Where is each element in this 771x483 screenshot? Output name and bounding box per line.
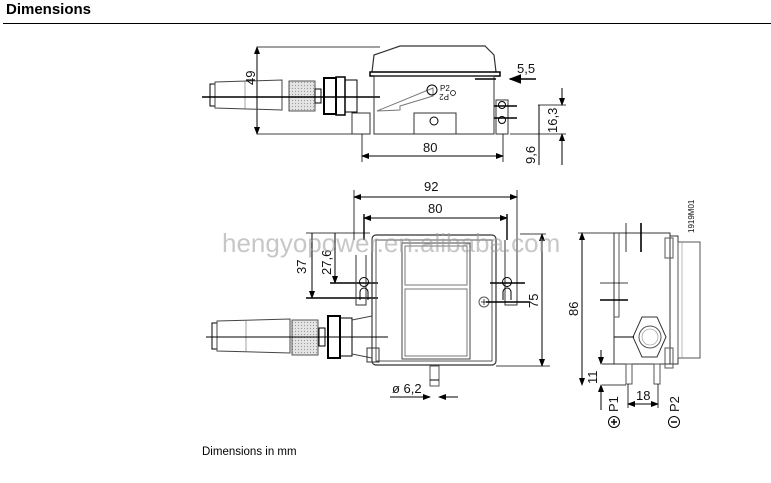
dim-18: 18 (636, 388, 650, 403)
dim-80-top: 80 (423, 140, 437, 155)
dim-11: 11 (585, 371, 600, 385)
top-view (202, 45, 566, 165)
dim-tube-diameter: ø 6,2 (392, 381, 422, 396)
dim-16-3: 16,3 (545, 108, 560, 133)
dim-27-6: 27,6 (319, 250, 334, 275)
dim-75: 75 (526, 294, 541, 308)
port-p1-label: P1 (606, 396, 621, 412)
dim-86: 86 (566, 302, 581, 316)
dim-49: 49 (243, 71, 258, 85)
heading-divider (3, 23, 771, 24)
port-p2-label: P2 (667, 396, 682, 412)
dim-37: 37 (294, 260, 309, 274)
watermark: hengyopower.en.alibaba.com (222, 228, 560, 258)
section-heading: Dimensions (6, 1, 92, 18)
units-caption: Dimensions in mm (202, 446, 297, 458)
drawing-code: 1919M01 (687, 199, 696, 233)
front-view (206, 190, 550, 400)
dim-5-5: 5,5 (517, 61, 535, 76)
port-label-p2: P2 (440, 84, 450, 93)
side-view (578, 223, 701, 428)
dim-9-6: 9,6 (523, 146, 538, 164)
dim-80-front: 80 (428, 201, 442, 216)
port-label-p2-mirror: P2 (439, 92, 449, 101)
dim-92: 92 (424, 179, 438, 194)
